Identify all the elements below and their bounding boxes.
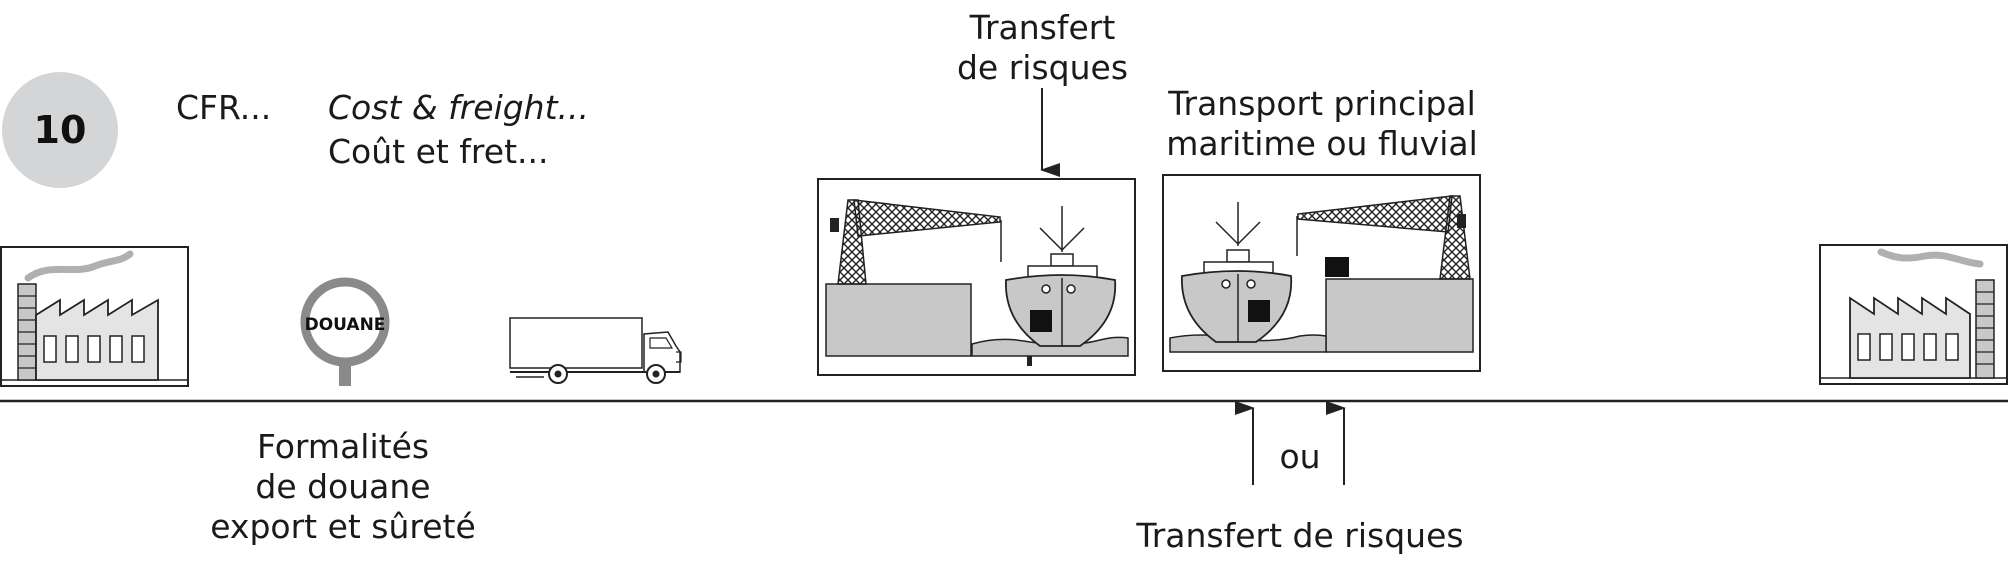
risk-transfer-top-line1: Transfert (969, 8, 1116, 47)
step-number: 10 (33, 108, 87, 152)
customs-caption-line2: de douane (255, 467, 431, 506)
incoterm-name-en: Cost & freight... (328, 88, 590, 127)
main-transport-line1: Transport principal (1168, 84, 1476, 123)
risk-transfer-top-line2: de risques (956, 48, 1129, 87)
truck-icon (509, 317, 682, 384)
discharge-port-icon (1162, 174, 1481, 372)
customs-sign-icon: DOUANE (300, 277, 390, 386)
incoterm-code: CFR... (176, 88, 272, 127)
risk-transfer-bottom-label: Transfert de risques (1136, 516, 1464, 555)
main-transport-line2: maritime ou fluvial (1166, 124, 1478, 163)
customs-sign-label: DOUANE (305, 315, 386, 335)
or-label: ou (1279, 437, 1321, 476)
seller-factory-icon (0, 246, 189, 387)
customs-caption-line3: export et sûreté (210, 507, 476, 546)
loading-port-icon (817, 178, 1136, 376)
incoterm-name-fr: Coût et fret... (328, 132, 549, 171)
customs-caption-line1: Formalités (256, 427, 430, 466)
step-number-badge: 10 (2, 72, 118, 188)
buyer-factory-icon (1819, 244, 2008, 385)
